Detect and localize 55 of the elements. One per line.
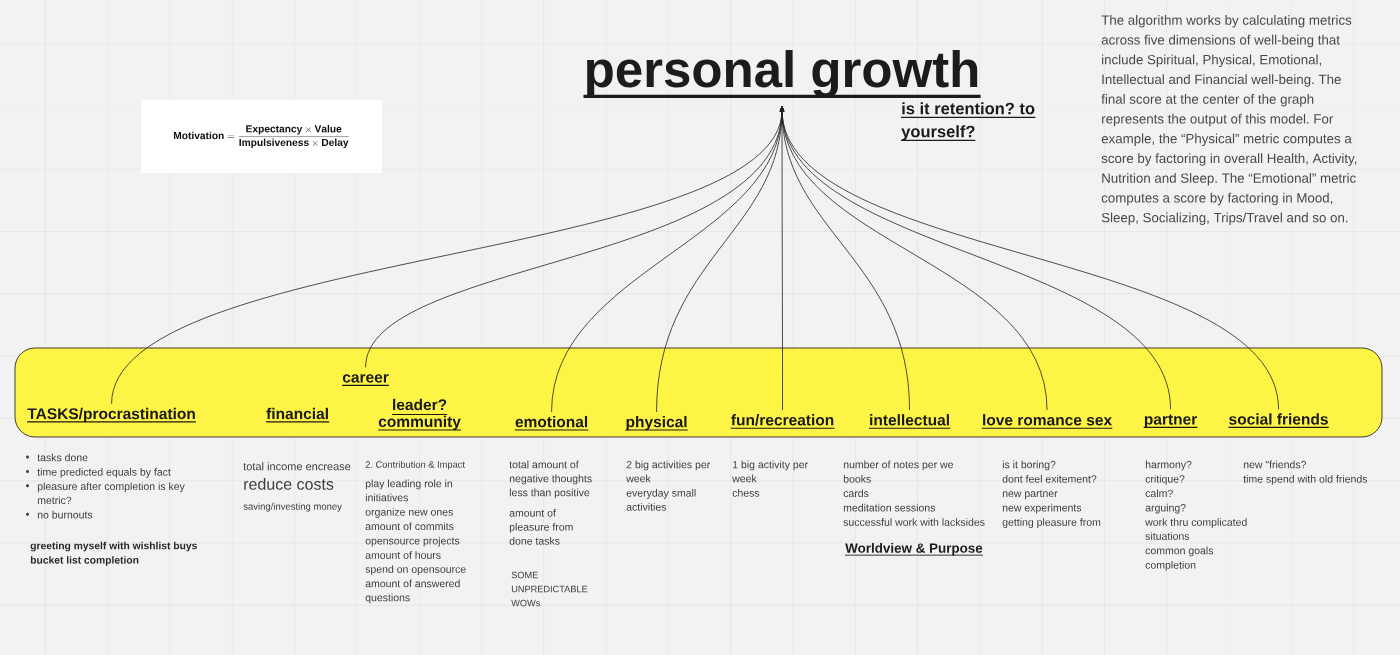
- note-text: new partner: [1002, 490, 1058, 500]
- note-text: amount of commits: [365, 522, 454, 531]
- bold-note: bucket list completion: [30, 556, 139, 566]
- note-text: reduce costs: [244, 478, 334, 490]
- note-text: amount of answered questions: [365, 579, 460, 604]
- note-text: SOME UNPREDICTABLE WOWs: [511, 571, 588, 607]
- note-text: opensource projects: [365, 536, 460, 547]
- highlight-band: [14, 347, 1383, 438]
- diagram-title: personal growth: [583, 50, 981, 98]
- category-label: leader? community: [377, 398, 462, 431]
- note-text: total amount of negative thoughts less than positive: [509, 460, 592, 499]
- bullet-item: tasks done: [37, 453, 88, 462]
- category-label: partner: [1143, 414, 1198, 428]
- note-text: meditation sessions: [843, 503, 935, 512]
- note-text: critique?: [1145, 475, 1185, 485]
- note-text: is it boring?: [1002, 460, 1056, 471]
- category-label: intellectual: [868, 414, 951, 429]
- formula-box: $\mathbf{Motivation} = \frac{\mathbf{Expectancy} \times \mathbf{Value}}{\mathbf{Impulsiveness} \times \mathbf{Delay}}$: [141, 100, 382, 173]
- category-label: career: [341, 374, 390, 386]
- note-text: new experiments: [1002, 503, 1082, 514]
- note-text: arguing?: [1145, 503, 1186, 514]
- note-text: 2. Contribution & Impact: [365, 460, 465, 470]
- note-text: getting pleasure from: [1002, 518, 1101, 528]
- category-label: physical: [624, 415, 689, 431]
- note-text: chess: [732, 489, 760, 497]
- note-text: calm?: [1145, 489, 1173, 498]
- description-paragraph: The algorithm works by calculating metrics across five dimensions of well-being that include Spiritual, Physical, Emotional, Intellectual and Financial well-being. The final score at the center of the graph represents the output of this model. For example, the “Physical” metric computes a score by factoring in overall Health, Activity, Nutrition and Sleep. The “Emotional” metric computes a score by factoring in Mood, Sleep, Socializing, Trips/Travel and so on.: [1101, 15, 1357, 225]
- category-label: emotional: [514, 415, 589, 431]
- note-text: books: [843, 475, 871, 483]
- note-text: organize new ones: [365, 508, 453, 518]
- category-label: TASKS/procrastination: [26, 407, 197, 423]
- category-label: financial: [265, 407, 330, 423]
- note-text: amount of pleasure from done tasks: [509, 509, 573, 545]
- note-text: dont feel exitement?: [1002, 475, 1097, 483]
- note-text: new "friends?: [1243, 460, 1307, 469]
- note-text: number of notes per we: [843, 460, 953, 471]
- section-heading: Worldview & Purpose: [844, 543, 984, 556]
- note-text: common goals: [1145, 546, 1214, 557]
- bullet-item: pleasure after completion is key metric?: [37, 482, 185, 505]
- note-text: successful work with lacksides: [843, 518, 985, 526]
- note-text: time spend with old friends: [1243, 475, 1368, 485]
- category-label: love romance sex: [981, 414, 1113, 429]
- bold-note: greeting myself with wishlist buys: [30, 541, 197, 552]
- note-text: cards: [843, 489, 869, 498]
- note-text: completion: [1145, 561, 1196, 571]
- note-heading: is it retention? to yourself?: [900, 102, 1037, 141]
- bullet-item: no burnouts: [37, 510, 93, 519]
- note-text: harmony?: [1145, 460, 1192, 471]
- note-text: total income encrease: [243, 462, 351, 471]
- note-text: everyday small activities: [626, 489, 696, 511]
- bullet-item: time predicted equals by fact: [37, 468, 171, 478]
- curved-arrow: [779, 106, 1279, 410]
- note-text: saving/investing money: [243, 502, 342, 512]
- category-label: social friends: [1227, 413, 1330, 428]
- category-label: fun/recreation: [730, 414, 835, 429]
